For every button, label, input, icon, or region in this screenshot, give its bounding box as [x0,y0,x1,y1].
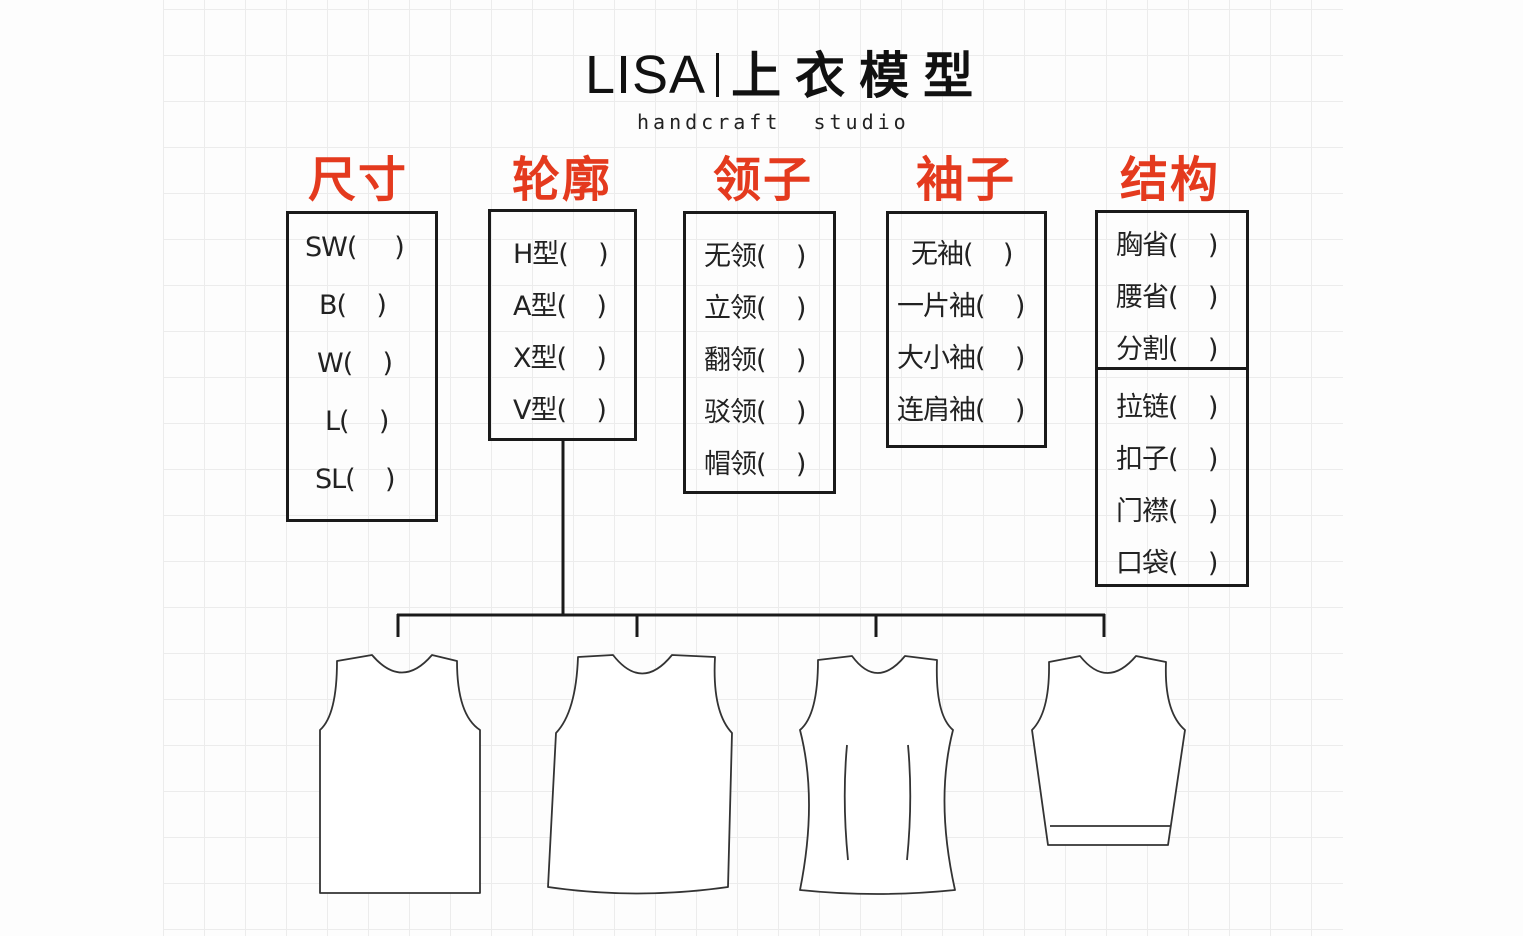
header-collar: 领子 [712,152,813,208]
x-silhouette-top [799,655,956,895]
list-item: V型( ) [513,395,607,426]
list-item: SL( ) [315,464,396,495]
list-item: W( ) [317,348,393,379]
sleeve-box: 无袖( ) 一片袖( ) 大小袖( ) 连肩袖( ) [886,211,1047,448]
list-item: X型( ) [513,343,607,374]
header-silhouette: 轮廓 [511,152,612,208]
list-item: 腰省( ) [1116,282,1218,313]
list-item: 立领( ) [704,293,806,324]
list-item: A型( ) [513,291,607,322]
size-box: SW( ) B( ) W( ) L( ) SL( ) [286,211,438,522]
list-item: 无袖( ) [911,239,1013,270]
collar-box: 无领( ) 立领( ) 翻领( ) 驳领( ) 帽领( ) [683,211,836,494]
h-silhouette-top [319,654,481,894]
a-silhouette-top [547,654,733,895]
structure-box: 胸省( ) 腰省( ) 分割( ) 拉链( ) 扣子( ) 门襟( ) 口袋( … [1095,210,1249,587]
list-item: SW( ) [305,232,405,263]
list-item: 大小袖( ) [897,343,1025,374]
page-title: LISA 上衣模型 [585,36,987,108]
v-silhouette-top [1031,655,1186,846]
brand-text: LISA [585,45,707,105]
title-name: 上衣模型 [731,47,988,105]
header-structure: 结构 [1119,152,1220,208]
list-item: 连肩袖( ) [897,395,1025,426]
list-item: 无领( ) [704,241,806,272]
list-item: 一片袖( ) [897,291,1025,322]
list-item: L( ) [325,406,389,437]
list-item: 口袋( ) [1116,548,1218,579]
list-item: 拉链( ) [1116,392,1218,423]
dart-left [843,744,849,861]
subtitle: handcraft studio [637,110,910,134]
list-item: 分割( ) [1116,334,1218,365]
header-sleeve: 袖子 [915,152,1016,208]
structure-divider [1098,367,1246,370]
title-separator [716,53,720,97]
connector-lines [396,440,1106,637]
list-item: 帽领( ) [704,449,806,480]
list-item: B( ) [319,290,387,321]
silhouette-box: H型( ) A型( ) X型( ) V型( ) [488,209,637,441]
list-item: 门襟( ) [1116,496,1218,527]
dart-right [906,744,912,861]
list-item: 扣子( ) [1116,444,1218,475]
list-item: H型( ) [513,239,609,270]
header-size: 尺寸 [307,152,408,208]
list-item: 胸省( ) [1116,230,1218,261]
list-item: 驳领( ) [704,397,806,428]
list-item: 翻领( ) [704,345,806,376]
